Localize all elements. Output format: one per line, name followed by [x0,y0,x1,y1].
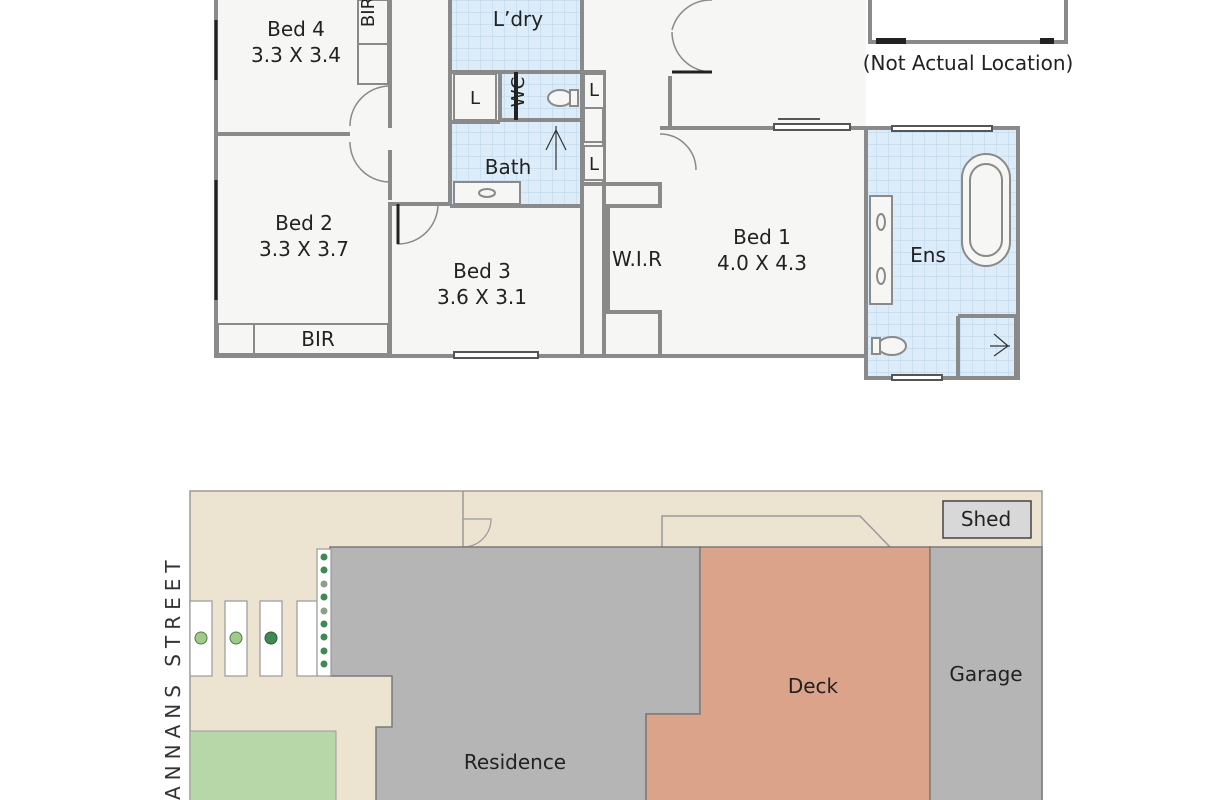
linen-label-2: L [589,80,599,101]
bed2-name: Bed 2 [275,211,333,235]
bed4-name: Bed 4 [267,17,325,41]
wir-label: W.I.R [612,247,662,271]
bir-top-label: BIR [358,0,379,27]
not-actual-location-note: (Not Actual Location) [863,51,1074,75]
laundry-room [452,0,582,72]
laundry-label: L’dry [493,7,543,31]
wc-label: WC [508,77,529,107]
garage-label: Garage [949,662,1022,686]
residence-label: Residence [464,750,566,774]
bed2-dims: 3.3 X 3.7 [259,237,349,261]
linen-label-3: L [589,154,599,175]
bath-label: Bath [485,155,532,179]
bed1-dims: 4.0 X 4.3 [717,251,807,275]
site-plan: Shed Garage Deck Residence ANNANS STREET [161,490,1043,800]
bed4-dims: 3.3 X 3.4 [251,43,341,67]
linen-label-1: L [470,88,480,109]
garage-building [929,546,1043,800]
bed3-dims: 3.6 X 3.1 [437,285,527,309]
deck-label: Deck [788,674,839,698]
street-name: ANNANS STREET [161,554,185,800]
lawn-area [189,730,337,800]
bir-bottom-label: BIR [301,327,335,351]
ensuite-label: Ens [910,243,946,267]
upper-floor-plan: Bed 4 3.3 X 3.4 BIR Bed 2 3.3 X 3.7 BIR … [214,0,1020,381]
inset-box: (Not Actual Location) [863,0,1074,75]
shed-building [942,500,1032,539]
bed1-name: Bed 1 [733,225,791,249]
bed3-name: Bed 3 [453,259,511,283]
shrub-icons [194,553,328,668]
shed-label: Shed [961,507,1011,531]
